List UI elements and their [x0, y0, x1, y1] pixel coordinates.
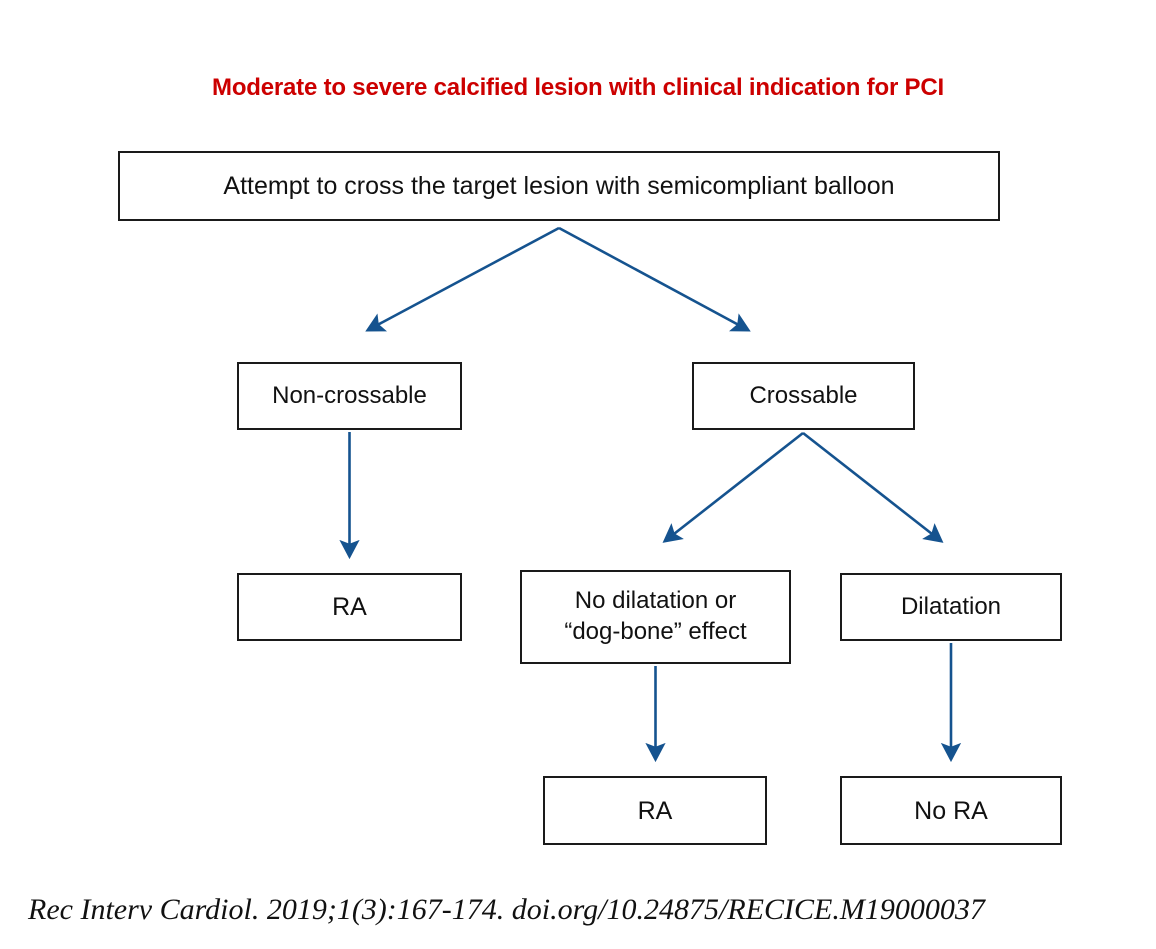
node-label: Attempt to cross the target lesion with …: [223, 172, 895, 200]
node-attempt-to-cross[interactable]: Attempt to cross the target lesion with …: [118, 151, 1000, 221]
edge-crossable-to-dilatation: [802, 431, 944, 543]
figure-citation: Rec Interv Cardiol. 2019;1(3):167-174. d…: [28, 893, 985, 926]
node-label: Non-crossable: [272, 381, 427, 409]
node-label: Crossable: [749, 381, 858, 409]
edge-root-to-crossable: [558, 226, 751, 332]
node-no-ra[interactable]: No RA: [840, 776, 1062, 845]
node-crossable[interactable]: Crossable: [692, 362, 915, 430]
figure-title: Moderate to severe calcified lesion with…: [212, 74, 944, 101]
node-dilatation[interactable]: Dilatation: [840, 573, 1062, 641]
node-no-dilatation-or-dog-bone-effect[interactable]: No dilatation or “dog-bone” effect: [520, 570, 791, 664]
edge-crossable-to-no-dilatation: [662, 431, 804, 543]
node-label: RA: [332, 593, 367, 621]
node-label: RA: [637, 796, 673, 825]
node-ra-bottom[interactable]: RA: [543, 776, 767, 845]
node-label: Dilatation: [900, 592, 1002, 620]
node-ra-left[interactable]: RA: [237, 573, 462, 641]
node-non-crossable[interactable]: Non-crossable: [237, 362, 462, 430]
edge-root-to-non-crossable: [365, 226, 560, 332]
node-label: No RA: [914, 796, 988, 825]
node-label: No dilatation or “dog-bone” effect: [564, 587, 747, 645]
